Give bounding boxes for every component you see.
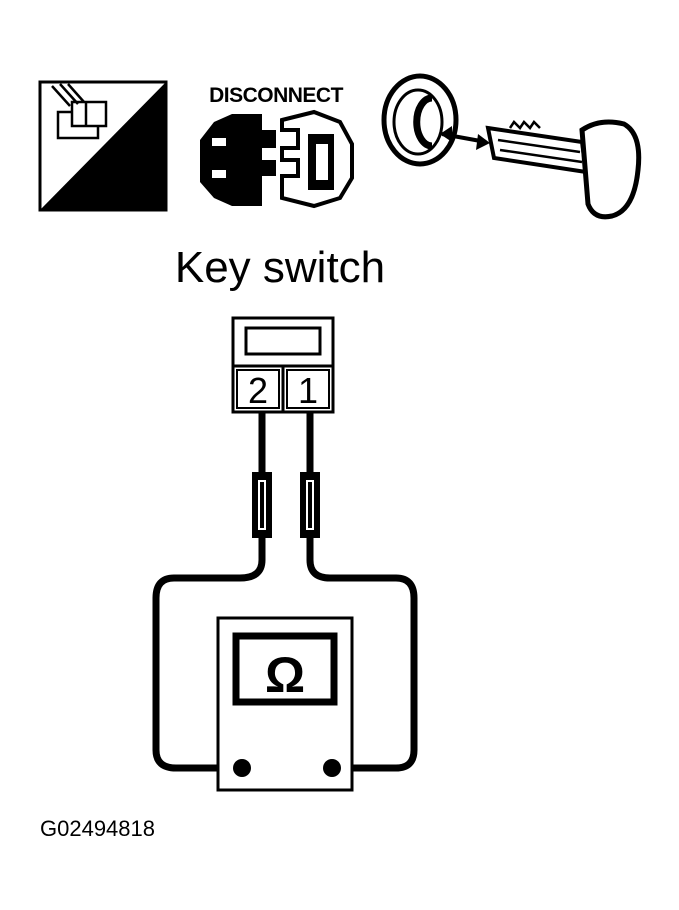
ignition-key-icon — [381, 73, 642, 220]
diagram-title: Key switch — [175, 243, 385, 292]
ohm-symbol: Ω — [265, 647, 305, 703]
ohmmeter: Ω — [216, 616, 354, 792]
meter-terminal-right — [323, 759, 341, 777]
probe-handles — [252, 472, 320, 538]
ts-icon: T.S. — [38, 80, 168, 212]
key-switch-connector: 2 1 — [231, 316, 335, 414]
figure-id: G02494818 — [40, 816, 155, 841]
test-leads — [152, 412, 418, 772]
disconnect-label: DISCONNECT — [209, 84, 344, 107]
meter-terminal-left — [233, 759, 251, 777]
pin-label-2: 2 — [248, 370, 268, 411]
ts-label: T.S. — [97, 172, 156, 210]
disconnect-icon: DISCONNECT — [200, 84, 354, 209]
pin-label-1: 1 — [298, 370, 318, 411]
